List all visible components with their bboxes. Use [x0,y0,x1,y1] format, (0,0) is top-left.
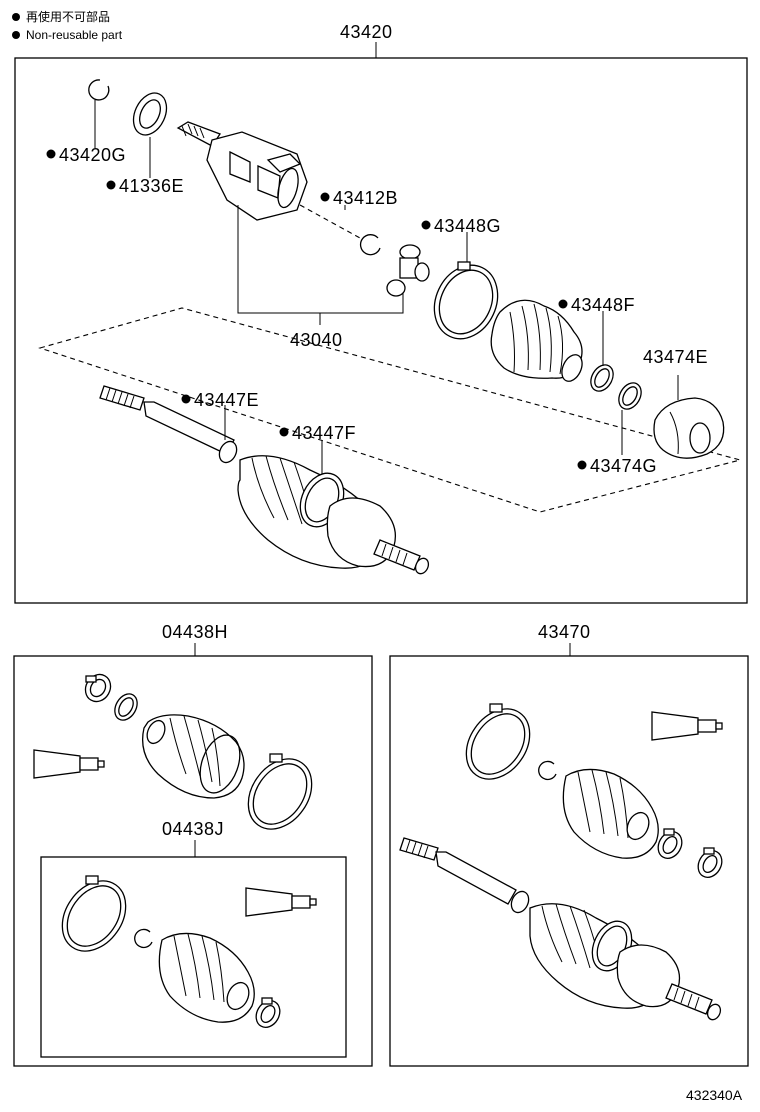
inboard-boot [490,299,583,382]
label-43448F: 43448F [571,295,635,315]
boot-kit-04438H [33,673,313,830]
label-41336E: 41336E [119,176,184,196]
dynamic-damper-43474E [653,397,725,459]
boot-kit-04438J [61,875,317,1028]
group-label-43420: 43420 [340,22,393,42]
group-label-43470: 43470 [538,622,591,642]
bullet-icon [577,460,587,470]
legend-cn: 再使用不可部品 [26,9,110,24]
bullet-icon [421,220,431,230]
bullet-icon [12,13,20,21]
group-label-04438H: 04438H [162,622,228,642]
bullet-icon [106,180,116,190]
bullet-icon [181,394,191,404]
label-43474G: 43474G [590,456,657,476]
drive-shaft [99,385,430,575]
dust-seal-41336E [132,92,168,136]
tripod-joint [386,244,430,297]
legend: 再使用不可部品 Non-reusable part [12,9,123,42]
label-43448G: 43448G [434,216,501,236]
bullet-icon [558,299,568,309]
frame-43420 [14,57,748,604]
group-bracket-43040 [237,205,404,314]
frame-04438J [40,856,347,1058]
bullet-icon [279,427,289,437]
bullet-icon [46,149,56,159]
inboard-joint-housing [176,121,308,221]
label-43040: 43040 [290,330,343,350]
label-43420G: 43420G [59,145,126,165]
legend-en: Non-reusable part [26,28,123,42]
bullet-icon [12,31,20,39]
label-43447E: 43447E [194,390,259,410]
snap-ring-43420G [88,79,110,101]
frame-43470 [389,655,749,1067]
shaft-assembly-outline [38,307,743,513]
label-43412B: 43412B [333,188,398,208]
frame-04438H [13,655,373,1067]
diagram-code: 432340A [686,1087,743,1103]
label-43447F: 43447F [292,423,356,443]
boot-clamp-43448F [590,364,614,392]
shaft-assembly-43470 [399,703,723,1021]
snap-ring-43412B [359,234,381,256]
label-43474E: 43474E [643,347,708,367]
boot-clamp-43448G [433,264,499,340]
bullet-icon [320,192,330,202]
group-label-04438J: 04438J [162,819,224,839]
boot-clamp-43474G [618,382,642,410]
